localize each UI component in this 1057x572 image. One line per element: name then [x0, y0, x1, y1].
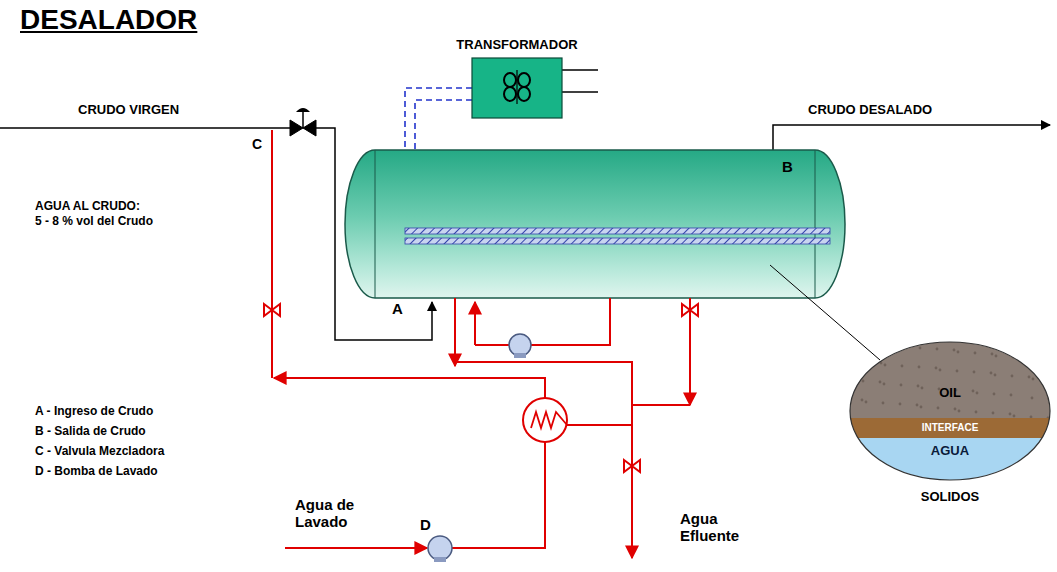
transformer-box: TRANSFORMADOR [452, 38, 582, 120]
legend-key: B - Salida de Crudo [35, 425, 146, 439]
callout-letter: A [392, 300, 403, 317]
stream-label: Agua de Lavado [295, 496, 375, 531]
water-line [272, 130, 690, 558]
mixing-valve [290, 108, 316, 136]
stream-label: CRUDO VIRGEN [78, 103, 179, 118]
legend-key: D - Bomba de Lavado [35, 465, 158, 479]
electrode-grid [405, 228, 830, 244]
note-text: 5 - 8 % vol del Crudo [35, 215, 153, 229]
layer-label: OIL [848, 386, 1052, 400]
power-line [560, 70, 598, 92]
note-text: AGUA AL CRUDO: [35, 200, 140, 214]
layer-label: SOLIDOS [848, 490, 1052, 504]
leader-line [770, 265, 880, 360]
diagram-title: DESALADOR [20, 4, 197, 36]
legend-key: A - Ingreso de Crudo [35, 405, 153, 419]
callout-letter: D [420, 516, 431, 533]
gate-valve [264, 304, 698, 472]
callout-letter: C [252, 136, 262, 152]
heat-exchanger [523, 398, 567, 442]
interface-inset: OIL INTERFACE AGUA SOLIDOS [848, 340, 1052, 508]
crude-line [0, 125, 1050, 340]
box-heading: TRANSFORMADOR [452, 38, 582, 52]
inset-ellipse [848, 340, 1052, 482]
callout-letter: B [782, 158, 793, 175]
stream-label: Agua Efluente [680, 510, 760, 545]
vessel-seam [375, 150, 376, 298]
desalter-vessel [345, 150, 845, 298]
layer-label: AGUA [848, 444, 1052, 458]
pump-symbol [428, 334, 531, 562]
layer-label: INTERFACE [848, 422, 1052, 433]
legend-key: C - Valvula Mezcladora [35, 445, 164, 459]
stream-label: CRUDO DESALADO [808, 103, 932, 118]
vessel-seam [815, 150, 816, 298]
